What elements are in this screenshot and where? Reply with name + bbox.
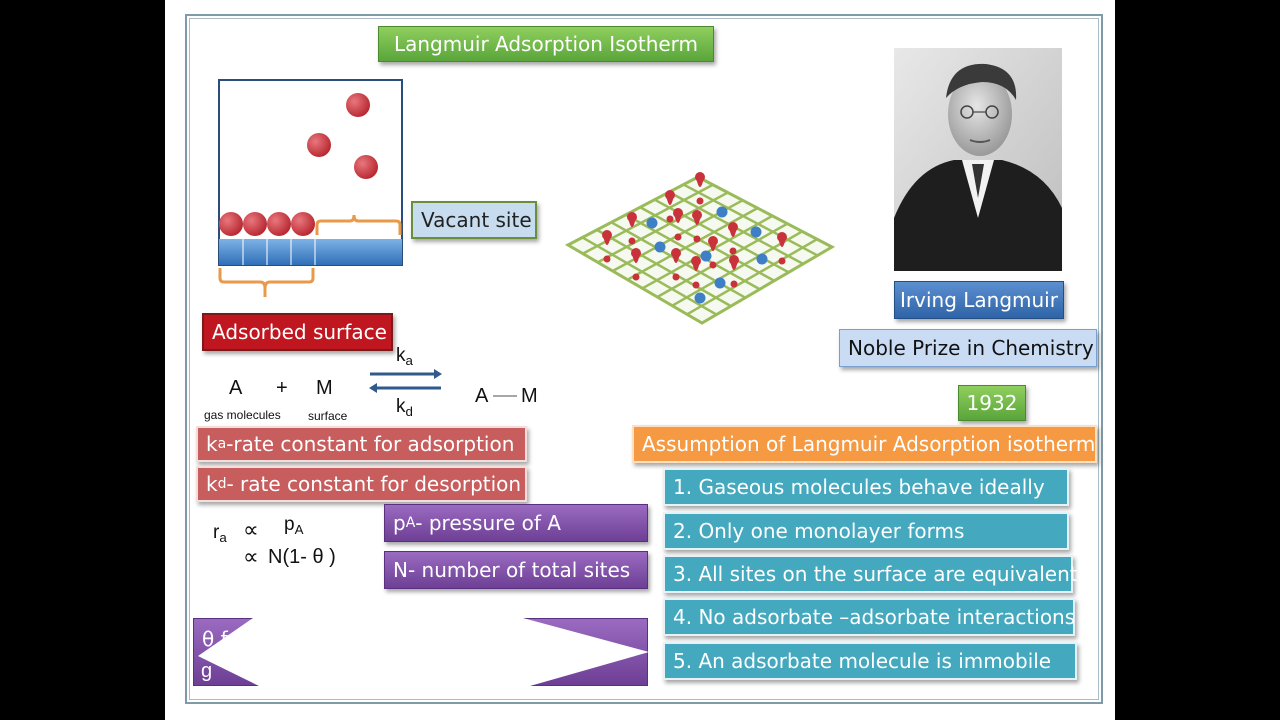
assumption-item-5: 5. An adsorbate molecule is immobile bbox=[663, 642, 1077, 680]
adsorbed-molecule-pin bbox=[692, 210, 702, 243]
gas-molecule bbox=[307, 133, 331, 157]
vacant-site-dot bbox=[646, 217, 658, 229]
adsorbed-molecule-pin bbox=[695, 172, 705, 205]
vacant-site-dot bbox=[694, 292, 706, 304]
gas-molecules-label: gas molecules bbox=[204, 408, 281, 422]
year-label: 1932 bbox=[958, 385, 1026, 421]
ka-arrow-label: ka bbox=[396, 345, 413, 368]
slide-frame-inner bbox=[189, 18, 1099, 700]
assumption-item-1: 1. Gaseous molecules behave ideally bbox=[663, 468, 1069, 506]
equilibrium-arrows bbox=[369, 369, 442, 393]
vacant-site-dot bbox=[654, 241, 666, 253]
assumption-item-4: 4. No adsorbate –adsorbate interactions bbox=[663, 598, 1075, 636]
assumptions-header: Assumption of Langmuir Adsorption isothe… bbox=[632, 425, 1097, 463]
adsorbed-molecule-pin bbox=[708, 236, 718, 269]
vacant-site-dot bbox=[714, 277, 726, 289]
lattice-grid-line bbox=[686, 238, 818, 316]
lattice-grid-line bbox=[626, 207, 759, 281]
adsorbed-molecule-pin bbox=[728, 222, 738, 255]
kd-arrow-label: kd bbox=[396, 396, 413, 419]
surface-layer bbox=[219, 239, 402, 265]
rate-n-expression: N(1- θ ) bbox=[268, 546, 336, 568]
slide-frame bbox=[185, 14, 1103, 704]
proportional-symbol-2: ∝ bbox=[243, 544, 259, 569]
person-name-label: Irving Langmuir bbox=[894, 281, 1064, 319]
g-partial-text: g bbox=[201, 660, 213, 682]
rate-p: pA bbox=[284, 514, 304, 537]
adsorbed-bracket bbox=[218, 268, 315, 297]
adsorbed-molecule-pin bbox=[777, 232, 787, 265]
reveal-wipe-mask bbox=[198, 618, 649, 688]
adsorbed-surface-label: Adsorbed surface bbox=[202, 313, 393, 351]
adsorbed-molecule bbox=[267, 212, 291, 236]
product-m: M bbox=[521, 385, 538, 407]
surface-label: surface bbox=[308, 409, 348, 423]
vacant-bracket bbox=[315, 214, 402, 235]
portrait-photo bbox=[894, 48, 1062, 271]
lattice-grid-line bbox=[656, 222, 788, 299]
adsorbed-molecule-pin bbox=[631, 248, 641, 281]
surface-lattice-diagram bbox=[564, 172, 836, 325]
product-a: A bbox=[475, 385, 489, 407]
adsorbed-molecule-pin bbox=[627, 212, 637, 245]
adsorbed-molecule-pin bbox=[673, 208, 683, 241]
adsorbed-molecule bbox=[243, 212, 267, 236]
n-definition: N- number of total sites bbox=[384, 551, 648, 589]
reactant-m: M bbox=[316, 377, 333, 399]
bond-line bbox=[493, 395, 517, 397]
reactant-a: A bbox=[229, 377, 243, 399]
assumption-item-2: 2. Only one monolayer forms bbox=[663, 512, 1069, 550]
adsorbed-molecule bbox=[291, 212, 315, 236]
lattice-grid-line bbox=[581, 236, 718, 316]
adsorbed-molecule bbox=[219, 212, 243, 236]
slide-title: Langmuir Adsorption Isotherm bbox=[378, 26, 714, 62]
lattice-grid-line bbox=[625, 213, 761, 291]
lattice-grid-line bbox=[596, 228, 732, 308]
adsorbed-molecule-pin bbox=[665, 190, 675, 223]
vacant-site-dot bbox=[756, 253, 768, 265]
vacant-site-dot bbox=[716, 206, 728, 218]
assumption-item-3: 3. All sites on the surface are equivale… bbox=[663, 555, 1078, 593]
lattice-grid-line bbox=[597, 191, 729, 264]
adsorbed-molecule-pin bbox=[729, 255, 739, 288]
proportional-symbol-1: ∝ bbox=[243, 517, 259, 542]
adsorbed-molecule-pin bbox=[671, 248, 681, 281]
prize-label: Noble Prize in Chemistry bbox=[839, 329, 1097, 367]
adsorbed-molecule-pin bbox=[602, 230, 612, 263]
vacant-site-dot bbox=[750, 226, 762, 238]
vacant-site-label: Vacant site bbox=[411, 201, 537, 239]
vacant-site-dot bbox=[700, 250, 712, 262]
adsorbed-molecule-pin bbox=[691, 256, 701, 289]
gas-molecule bbox=[346, 93, 370, 117]
plus-sign: + bbox=[276, 377, 288, 399]
lattice-grid-line bbox=[639, 206, 775, 282]
lattice-grid-line bbox=[582, 183, 714, 255]
adsorption-diagram bbox=[218, 79, 403, 297]
gas-molecule bbox=[354, 155, 378, 179]
lattice-grid-line bbox=[682, 183, 819, 257]
rate-r: ra bbox=[213, 522, 227, 545]
